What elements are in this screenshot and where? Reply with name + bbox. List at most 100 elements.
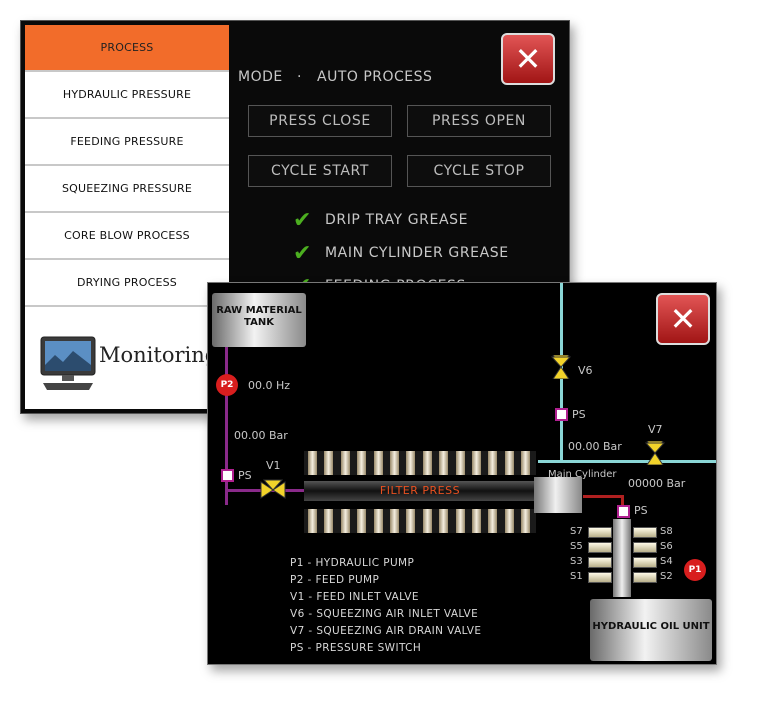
legend-line: V7 - SQUEEZING AIR DRAIN VALVE [290, 625, 482, 637]
filter-plate [472, 451, 481, 475]
legend-line: V6 - SQUEEZING AIR INLET VALVE [290, 608, 479, 620]
legend-line: P1 - HYDRAULIC PUMP [290, 557, 415, 569]
filter-plate [324, 509, 334, 533]
hydraulic-oil-unit: HYDRAULIC OIL UNIT [590, 599, 712, 661]
filter-plate [504, 451, 514, 475]
filter-plate [308, 509, 317, 533]
sensor-rod [613, 519, 631, 597]
sidebar: PROCESS HYDRAULIC PRESSURE FEEDING PRESS… [25, 25, 229, 409]
v6-valve-icon[interactable] [548, 355, 574, 379]
filter-plate [422, 451, 432, 475]
ps-right-label: PS [634, 504, 648, 517]
close-icon: ✕ [669, 300, 697, 338]
filter-plate [439, 451, 449, 475]
check-main-cylinder-grease: ✔ MAIN CYLINDER GREASE [293, 240, 509, 266]
filter-plate [488, 451, 498, 475]
sensor-label: S6 [660, 541, 673, 552]
feed-pipe-vertical [225, 345, 228, 505]
sidebar-item-core-blow-process[interactable]: CORE BLOW PROCESS [25, 213, 229, 260]
cylinder-pressure-value: 00000 Bar [628, 477, 686, 490]
sensor-label: S5 [570, 541, 583, 552]
sensor-label: S2 [660, 571, 673, 582]
sidebar-item-squeezing-pressure[interactable]: SQUEEZING PRESSURE [25, 166, 229, 213]
raw-material-tank-label: RAW MATERIAL TANK [216, 305, 302, 328]
filter-plate [455, 509, 465, 533]
v1-valve-icon[interactable] [260, 478, 286, 502]
p1-pump-icon[interactable]: P1 [684, 559, 706, 581]
filter-plate [439, 509, 449, 533]
hydraulic-oil-unit-label: HYDRAULIC OIL UNIT [592, 621, 710, 632]
filter-press-label: FILTER PRESS [379, 484, 461, 497]
pressure-switch-top-icon [555, 408, 568, 421]
filter-plate [455, 451, 465, 475]
squeeze-pressure-value: 00.00 Bar [568, 440, 622, 453]
process-diagram-window: RAW MATERIAL TANK P2 00.0 Hz 00.00 Bar P… [207, 282, 717, 665]
v6-label: V6 [578, 364, 593, 377]
mode-value: AUTO PROCESS [317, 69, 433, 85]
sidebar-item-hydraulic-pressure[interactable]: HYDRAULIC PRESSURE [25, 72, 229, 119]
filter-plate [340, 451, 350, 475]
check-drip-tray-grease: ✔ DRIP TRAY GREASE [293, 207, 469, 233]
p2-pump-icon[interactable]: P2 [216, 374, 238, 396]
filter-plate [406, 509, 416, 533]
sidebar-item-drying-process[interactable]: DRYING PROCESS [25, 260, 229, 307]
ps-top-label: PS [572, 408, 586, 421]
v1-label: V1 [266, 459, 281, 472]
computer-monitor-icon [40, 336, 96, 390]
close-button[interactable]: ✕ [501, 33, 555, 85]
cycle-start-button[interactable]: CYCLE START [248, 155, 392, 187]
sensor-slat [588, 527, 612, 538]
cycle-stop-button[interactable]: CYCLE STOP [407, 155, 551, 187]
sensor-slat [588, 572, 612, 583]
sensor-slat [633, 572, 657, 583]
filter-plate [373, 509, 383, 533]
check-label: DRIP TRAY GREASE [325, 212, 469, 228]
sensor-label: S4 [660, 556, 673, 567]
checkmark-icon: ✔ [293, 240, 312, 266]
filter-plate [422, 509, 432, 533]
feed-pressure-value: 00.00 Bar [234, 429, 288, 442]
sensor-slat [633, 527, 657, 538]
press-open-button[interactable]: PRESS OPEN [407, 105, 551, 137]
sensor-label: S7 [570, 526, 583, 537]
hydraulic-pipe-horizontal [583, 495, 623, 498]
v7-label: V7 [648, 423, 663, 436]
check-label: MAIN CYLINDER GREASE [325, 245, 509, 261]
legend-line: V1 - FEED INLET VALVE [290, 591, 419, 603]
filter-plate [324, 451, 334, 475]
sensor-slat [633, 542, 657, 553]
filter-plate [357, 451, 367, 475]
sensor-label: S1 [570, 571, 583, 582]
close-icon: ✕ [514, 40, 542, 78]
mode-label: MODE [238, 69, 283, 85]
filter-plate [373, 451, 383, 475]
pressure-switch-right-icon [617, 505, 630, 518]
pressure-switch-left-icon [221, 469, 234, 482]
press-close-button[interactable]: PRESS CLOSE [248, 105, 392, 137]
sensor-slat [633, 557, 657, 568]
raw-material-tank: RAW MATERIAL TANK [212, 293, 306, 347]
filter-plate [504, 509, 514, 533]
sidebar-item-feeding-pressure[interactable]: FEEDING PRESSURE [25, 119, 229, 166]
main-cylinder-label: Main Cylinder [548, 469, 617, 480]
sensor-label: S3 [570, 556, 583, 567]
filter-press: FILTER PRESS [304, 451, 536, 533]
p2-label: P2 [220, 380, 234, 390]
legend-line: P2 - FEED PUMP [290, 574, 380, 586]
diagram-close-button[interactable]: ✕ [656, 293, 710, 345]
filter-plate [472, 509, 481, 533]
p1-label: P1 [688, 565, 702, 575]
sensor-slat [588, 542, 612, 553]
v7-valve-icon[interactable] [642, 441, 668, 465]
filter-plate [521, 509, 531, 533]
filter-plate [390, 451, 399, 475]
air-pipe-horizontal [538, 460, 716, 463]
filter-plate [488, 509, 498, 533]
monitoring-button[interactable]: Monitoring [25, 307, 229, 409]
checkmark-icon: ✔ [293, 207, 312, 233]
filter-plate [406, 451, 416, 475]
filter-plate [390, 509, 399, 533]
main-cylinder [534, 477, 582, 513]
sidebar-item-process[interactable]: PROCESS [25, 25, 229, 72]
sensor-slat [588, 557, 612, 568]
